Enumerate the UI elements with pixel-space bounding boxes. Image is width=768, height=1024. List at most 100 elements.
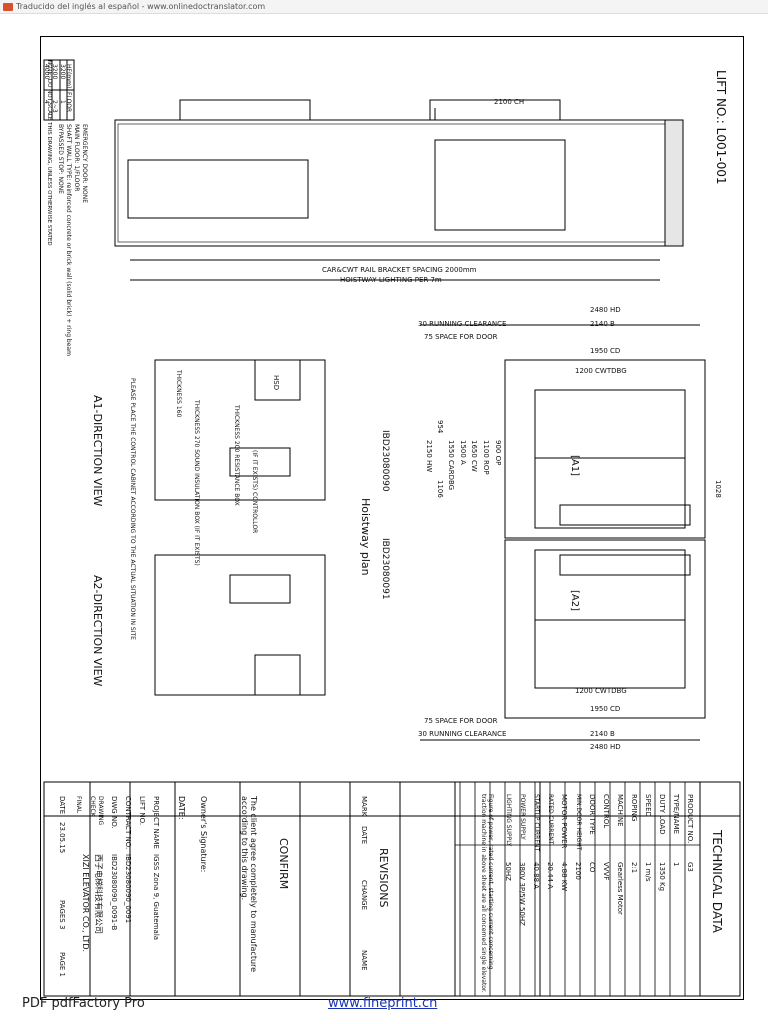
shaft-section (114, 99, 684, 281)
floor-note-wall: SHAFT WALL TYPE: reinforced concrete or … (65, 124, 72, 356)
running-top: 30 RUNNING CLEARANCE (418, 320, 507, 328)
tech-row-11-label: STARTUP CURRENT (533, 794, 540, 852)
id-a2: IBD23080091 (380, 538, 390, 600)
tb-dwg-value: IBD23080090_0091-B (110, 854, 118, 931)
floor-table-header-floor: FLOOR (65, 92, 72, 113)
car-dim-cardbg: 1550 CARDBG (447, 440, 455, 491)
drawing-sheet (40, 36, 744, 1000)
tb-final-label: FINAL (75, 796, 82, 814)
cd-bot: 1950 CD (590, 705, 621, 713)
tech-grid (455, 782, 700, 996)
tech-row-3-label: SPEED (644, 794, 652, 817)
tech-row-13-value: 50HZ (504, 862, 512, 881)
revisions-change: CHANGE (360, 880, 368, 911)
tech-title: TECHNICAL DATA (710, 830, 724, 933)
tb-lift-label: LIFT NO. (138, 796, 146, 826)
tech-row-11-value: 40.88 A (532, 862, 540, 890)
tb-drawing-label: DRAWING (97, 796, 104, 826)
floor-note-bypass: BYPASSED STOP: NONE (57, 124, 64, 194)
tech-row-3-value: 1 m/s (644, 862, 652, 882)
car-dim-954: 954 (436, 420, 444, 434)
translator-logo-icon (3, 2, 13, 11)
floor-table (43, 59, 75, 121)
footer-pdffactory: PDF pdfFactory Pro (22, 996, 145, 1011)
running-bot: 30 RUNNING CLEARANCE (418, 730, 507, 738)
floor-note-main: MAIN FLOOR: 1/FLOOR (73, 124, 80, 192)
floor-row-2-floor: 2~3 (51, 100, 58, 113)
tb-date-value: 23.05.15 (58, 822, 66, 854)
machine-rooms (154, 359, 326, 696)
tb-page: PAGE 1 (58, 952, 66, 977)
tb-date-label: DATE (58, 796, 66, 815)
tech-row-2-value: 1350 Kg (658, 862, 666, 892)
tb-pages: PAGES 3 (58, 900, 66, 930)
tech-row-6-label: CONTROL (602, 794, 610, 829)
revisions-date: DATE (360, 826, 368, 845)
cwtdbg-bot: 1200 CWTDBG (575, 687, 627, 695)
id-a1: IBD23080090 (380, 430, 390, 492)
floor-note-scale: NOTE: DO NOT SCALE THIS DRAWING, UNLESS … (46, 60, 52, 246)
mr-controller: (IF IT EXISTS) CONTROLLOR (251, 450, 258, 534)
floor-row-1-hf: 3200 (59, 64, 66, 80)
floor-row-1-floor: 1 (59, 100, 66, 104)
tech-row-5-label: MACHINE (616, 794, 624, 827)
car-a1-label: [A1] (569, 455, 580, 477)
confirm-date: DATE: (177, 796, 186, 820)
tech-row-10-value: 20.44 A (546, 862, 554, 890)
cwtdbg-top: 1200 CWTDBG (575, 367, 627, 375)
tb-dwg-label: DWG NO. (110, 796, 118, 829)
ch-dim: 2100 CH (494, 98, 525, 106)
revisions-name: NAME (360, 950, 368, 971)
tb-company-cn: 西子电梯科技有限公司 (94, 854, 103, 934)
view-a2-title: A2-DIRECTION VIEW (91, 575, 104, 687)
tech-row-4-label: ROPING (630, 794, 638, 822)
tb-contract-label: CONTRACT NO. (124, 796, 132, 850)
mr-resistance: THICKNESS 200 RESISTANCE BOX (233, 405, 240, 506)
b-bot: 2140 B (590, 730, 615, 738)
tech-row-1-label: TYPE/NAME (672, 794, 680, 835)
tech-row-7-value: CO (588, 862, 596, 873)
revisions-mark: MARK (360, 796, 368, 817)
space-top: 75 SPACE FOR DOOR (424, 333, 498, 341)
tech-row-5-value: Gearless Motor (616, 862, 624, 915)
footer-fineprint-link[interactable]: www.fineprint.cn (328, 996, 438, 1011)
confirm-text: The client agree completely to manufactu… (240, 796, 258, 973)
tb-project-label: PROJECT NAME (152, 796, 160, 849)
tech-row-9-value: 4.88 KW (560, 862, 568, 892)
view-a1-title: A1-DIRECTION VIEW (91, 395, 104, 507)
tech-row-0-value: G3 (686, 862, 694, 872)
tb-project-value: IGSS Zona 9, Guatemala (152, 854, 160, 941)
tb-check-label: CHECK (89, 796, 96, 817)
hd-top: 2480 HD (590, 306, 621, 314)
tech-row-9-label: MOTOR POWER (560, 794, 568, 849)
tech-row-7-label: DOOR TYPE (588, 794, 596, 835)
b-top: 2140 B (590, 320, 615, 328)
translator-text: Traducido del inglés al español - www.on… (16, 2, 266, 11)
floor-table-header-hf: HF(mm) (65, 64, 72, 89)
tech-row-8-label: MIN.DOOR HEIGHT (575, 794, 582, 851)
tech-row-4-value: 2:1 (630, 862, 638, 874)
car-dim-hw: 2150 HW (425, 440, 433, 473)
title-block-frame (43, 781, 741, 997)
lighting-note: HOISTWAY LIGHTING PER 7m (340, 276, 442, 284)
car-dim-1028: 1028 (714, 480, 722, 498)
tb-contract-value: IBD23080090_0091 (124, 854, 132, 924)
translator-bar: Traducido del inglés al español - www.on… (0, 0, 768, 14)
mr-thickness270: THICKNESS 270 SOUND INSULATION BOX (IF I… (193, 400, 200, 566)
mr-note: PLEASE PLACE THE CONTROL CABINET ACCORDI… (129, 378, 136, 640)
tech-row-8-value: 2100 (574, 862, 582, 880)
car-dim-1106: 1106 (436, 480, 444, 498)
mr-hsd: HSD (272, 375, 280, 391)
car-dim-cw: 1650 CW (470, 440, 478, 472)
lift-no-label: LIFT NO.: L001-001 (714, 70, 728, 185)
car-dim-op: 900 OP (494, 440, 502, 466)
plan-title: Hoistway plan (359, 498, 372, 576)
car-plans (420, 324, 706, 741)
bracket-note: CAR&CWT RAIL BRACKET SPACING 2000mm (322, 266, 477, 274)
confirm-title: CONFIRM (277, 838, 290, 890)
tech-row-10-label: RATED CURRENT (547, 794, 554, 845)
confirm-signature: Owner's Signature: (199, 796, 208, 873)
space-bot: 75 SPACE FOR DOOR (424, 717, 498, 725)
tech-row-12-value: 380V 3P/5W 50HZ (518, 862, 526, 926)
